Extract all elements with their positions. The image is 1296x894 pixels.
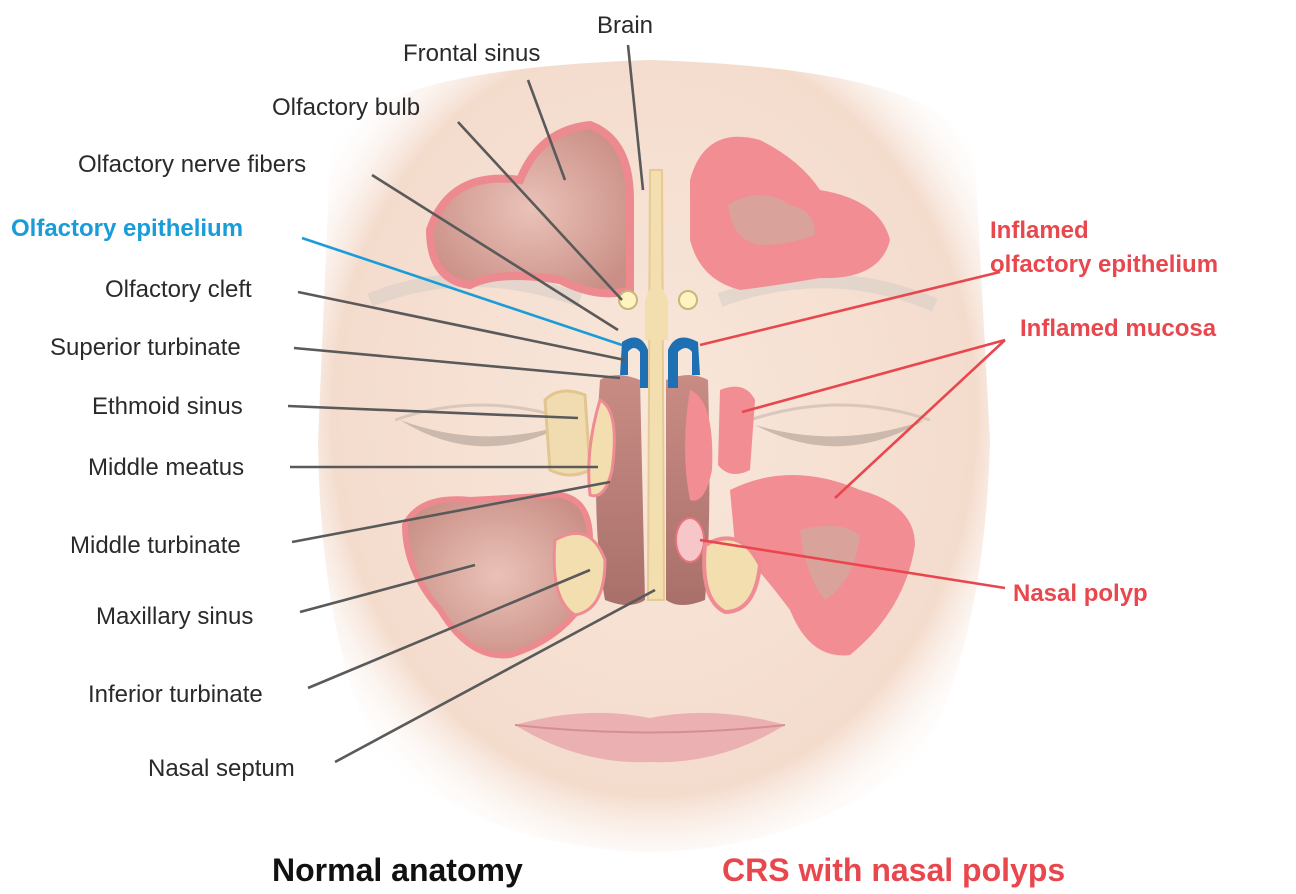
label-nasal-septum: Nasal septum [148,755,295,782]
label-maxillary-sinus: Maxillary sinus [96,603,253,630]
label-inferior-turbinate: Inferior turbinate [88,681,263,708]
caption-normal-anatomy: Normal anatomy [272,852,523,888]
left-ethmoid-sinus [545,391,590,475]
label-middle-turbinate: Middle turbinate [70,532,241,559]
label-frontal-sinus: Frontal sinus [403,40,540,67]
right-ethmoid-sinus-inflamed [718,387,755,474]
label-nasal-polyp: Nasal polyp [1013,580,1148,607]
label-ethmoid-sinus: Ethmoid sinus [92,393,243,420]
captions: Normal anatomy CRS with nasal polyps [272,852,1065,888]
label-superior-turbinate: Superior turbinate [50,334,241,361]
label-olfactory-cleft: Olfactory cleft [105,276,252,303]
nasal-polyp-shape [676,518,704,562]
right-olfactory-bulb [679,291,697,309]
label-olfactory-nerve-fibers: Olfactory nerve fibers [78,151,306,178]
crista-galli [645,285,668,340]
label-olfactory-bulb: Olfactory bulb [272,94,420,121]
nasal-septum-structure [648,170,664,600]
label-inflamed-mucosa: Inflamed mucosa [1020,315,1217,342]
caption-crs-with-nasal-polyps: CRS with nasal polyps [722,852,1065,888]
label-middle-meatus: Middle meatus [88,454,244,481]
label-inflamed-olfactory-line2: olfactory epithelium [990,251,1218,278]
labels-right: Inflamed olfactory epithelium Inflamed m… [990,217,1218,607]
label-brain: Brain [597,12,653,39]
label-inflamed-olfactory-line1: Inflamed [990,217,1089,244]
label-olfactory-epithelium: Olfactory epithelium [11,215,243,242]
